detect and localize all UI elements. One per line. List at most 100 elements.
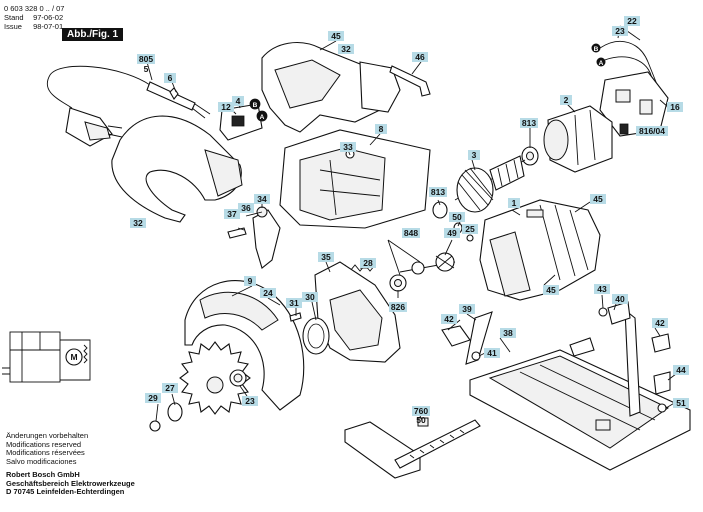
svg-text:24: 24 [263, 288, 273, 298]
upper-housing-part-32 [261, 42, 401, 133]
hex-key [389, 65, 431, 97]
callout-848: 848 [402, 228, 420, 238]
svg-text:29: 29 [148, 393, 158, 403]
svg-text:37: 37 [227, 209, 237, 219]
svg-text:42: 42 [655, 318, 665, 328]
callout-41: 41 [484, 348, 500, 358]
svg-text:1: 1 [512, 198, 517, 208]
svg-text:32: 32 [133, 218, 143, 228]
note-en: Modifications reserved [6, 439, 82, 449]
callout-23-blade: 23 [242, 396, 258, 406]
callout-28: 28 [360, 258, 376, 268]
issue-row: Issue 98-07-01 [4, 22, 64, 31]
motor-housing-part-1 [479, 199, 601, 301]
screw-41 [471, 351, 481, 361]
callout-826: 826 [389, 302, 407, 312]
base-plate [469, 308, 691, 471]
svg-text:23: 23 [615, 26, 625, 36]
callout-8: 8 [375, 124, 387, 134]
svg-text:27: 27 [165, 383, 175, 393]
armature [454, 155, 526, 213]
svg-text:38: 38 [503, 328, 513, 338]
svg-text:9: 9 [248, 276, 253, 286]
knob-42-right [651, 333, 671, 353]
svg-text:813: 813 [431, 187, 445, 197]
callout-813-upper: 813 [520, 118, 538, 128]
svg-text:31: 31 [289, 298, 299, 308]
svg-text:A: A [260, 114, 265, 121]
svg-text:25: 25 [465, 224, 475, 234]
svg-text:45: 45 [546, 285, 556, 295]
stand-row: Stand 97-06-02 [4, 13, 64, 22]
motor-symbol: M [70, 352, 77, 362]
svg-text:8: 8 [379, 124, 384, 134]
svg-text:30: 30 [305, 292, 315, 302]
svg-text:43: 43 [597, 284, 607, 294]
screw-37 [227, 227, 247, 239]
company-block: Robert Bosch GmbH Geschäftsbereich Elekt… [6, 470, 135, 497]
company-address: D 70745 Leinfelden-Echterdingen [6, 487, 125, 497]
svg-text:816/04: 816/04 [639, 126, 665, 136]
bearing-813-lower [432, 201, 448, 219]
svg-text:12: 12 [221, 102, 231, 112]
svg-text:32: 32 [341, 44, 351, 54]
callout-24: 24 [260, 288, 276, 298]
connector-B-switch: B [250, 99, 260, 109]
svg-text:6: 6 [168, 73, 173, 83]
svg-text:35: 35 [321, 252, 331, 262]
lever-44 [653, 371, 671, 395]
upper-blade-guard [184, 280, 305, 411]
knob-42-left [441, 325, 471, 347]
connector-A-switch: A [257, 111, 267, 121]
svg-text:A: A [599, 60, 604, 67]
svg-text:50: 50 [452, 212, 462, 222]
svg-text:50: 50 [416, 415, 426, 425]
callout-27: 27 [162, 383, 178, 393]
callout-46: 46 [412, 52, 428, 62]
svg-text:34: 34 [257, 194, 267, 204]
svg-text:28: 28 [363, 258, 373, 268]
callout-5: 5 [144, 64, 149, 74]
svg-text:45: 45 [331, 31, 341, 41]
callout-760: 760 [412, 406, 430, 416]
svg-text:B: B [594, 46, 599, 53]
svg-text:36: 36 [241, 203, 251, 213]
connector-A-brush: A [596, 57, 606, 67]
issue-label: Issue [4, 22, 22, 31]
wiring-schematic: M [2, 331, 91, 383]
handle-cover-part-32 [111, 115, 243, 223]
svg-text:46: 46 [415, 52, 425, 62]
saw-blade [179, 341, 251, 415]
callout-32-top: 32 [338, 44, 354, 54]
callout-32-left: 32 [130, 218, 146, 228]
gear-shaft-assembly [389, 222, 474, 292]
callout-34: 34 [254, 194, 270, 204]
lower-blade-guard [302, 261, 401, 363]
svg-text:51: 51 [676, 398, 686, 408]
callout-33: 33 [340, 142, 356, 152]
callout-43: 43 [594, 284, 610, 294]
svg-text:16: 16 [670, 102, 680, 112]
callout-45-low: 45 [543, 285, 559, 295]
callout-813-lower: 813 [429, 187, 447, 197]
figure-tab: Abb./Fig. 1 [62, 28, 124, 41]
callout-50: 50 [449, 212, 465, 222]
callout-25: 25 [462, 224, 478, 234]
svg-text:45: 45 [593, 194, 603, 204]
callout-38: 38 [500, 328, 516, 338]
flange-23 [229, 369, 247, 387]
svg-text:44: 44 [676, 365, 686, 375]
parallel-guide [344, 417, 481, 479]
callout-50-guide: 50 [416, 415, 426, 425]
brush-plate [599, 40, 669, 137]
mains-plug [65, 107, 123, 147]
callout-29: 29 [145, 393, 161, 403]
svg-text:5: 5 [144, 64, 149, 74]
svg-text:826: 826 [391, 302, 405, 312]
svg-text:49: 49 [447, 228, 457, 238]
company-name: Robert Bosch GmbH [6, 470, 80, 479]
issue-date: 98-07-01 [33, 22, 64, 31]
callout-805: 805 [137, 54, 155, 64]
callout-42-right: 42 [652, 318, 668, 328]
